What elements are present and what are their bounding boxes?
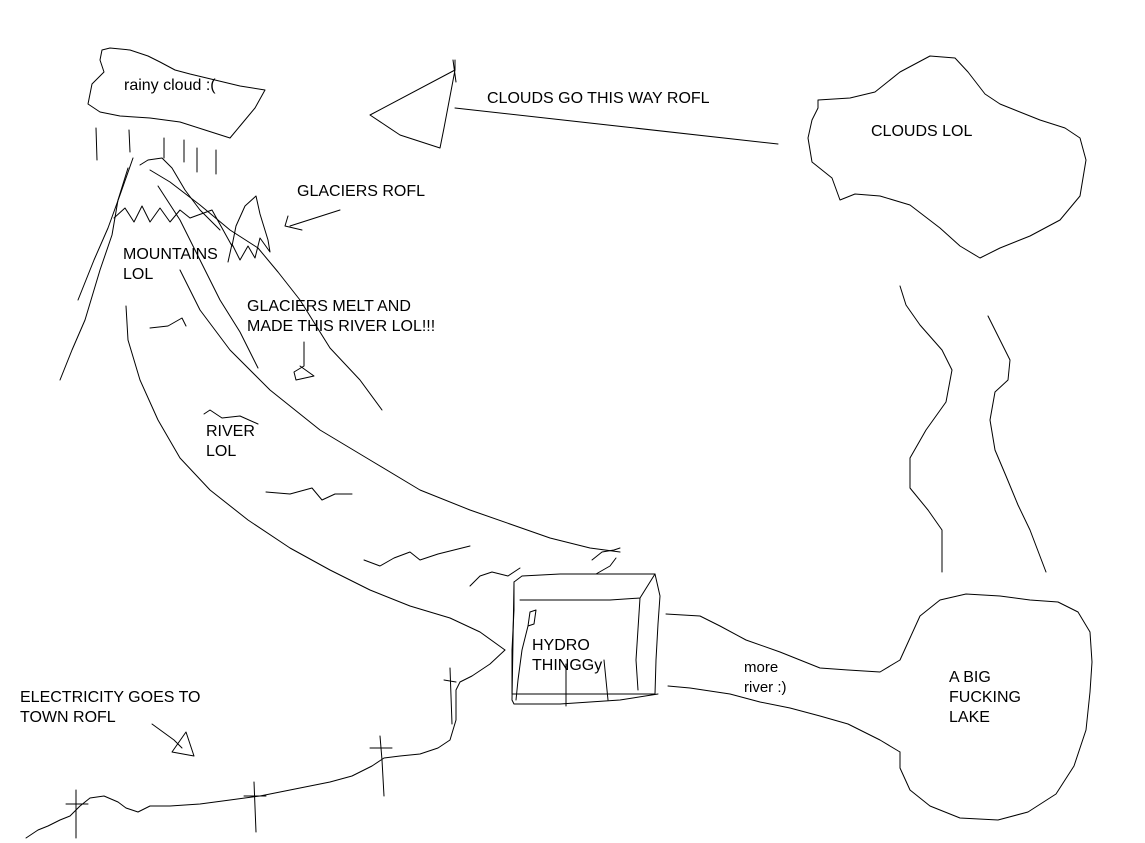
more-river-label-line2: river :): [744, 679, 787, 696]
lake-label-line3: LAKE: [949, 709, 990, 726]
river-right-bank: [179, 269, 621, 553]
clouds-direction-arrow: [369, 59, 779, 149]
power-poles: [65, 667, 457, 839]
mountain-left-slope-2: [59, 167, 129, 381]
mountain-right-slope: [149, 169, 383, 411]
more-river-bottom: [667, 685, 901, 753]
electricity-label-line2: TOWN ROFL: [20, 709, 116, 726]
river-label-line2: LOL: [206, 443, 237, 460]
waterfall-left: [899, 285, 953, 573]
glaciers-arrow: [284, 209, 341, 231]
clouds-shape: [807, 55, 1087, 259]
power-line: [25, 649, 506, 839]
mountain-left-slope: [77, 157, 134, 301]
lake-label-line2: FUCKING: [949, 689, 1021, 706]
waterfall-right: [987, 315, 1047, 573]
rainy-cloud-label: rainy cloud :(: [124, 77, 216, 94]
glaciers-melt-label-line2: MADE THIS RIVER LOL!!!: [247, 318, 436, 335]
hydro-label-line2: THINGGy: [532, 657, 603, 674]
river-ripples: [149, 317, 621, 587]
glaciers-melt-label-line1: GLACIERS MELT AND: [247, 298, 411, 315]
glaciers-label: GLACIERS ROFL: [297, 183, 426, 200]
mountains-label-line1: MOUNTAINS: [123, 246, 218, 263]
lake-shape: [847, 593, 1093, 821]
lake-label-line1: A BIG: [949, 669, 991, 686]
mountains-label-line2: LOL: [123, 266, 154, 283]
hydro-label-line1: HYDRO: [532, 637, 590, 654]
more-river-top: [665, 613, 849, 671]
river-label-line1: RIVER: [206, 423, 255, 440]
electricity-label-line1: ELECTRICITY GOES TO: [20, 689, 201, 706]
glaciers-melt-arrow: [293, 341, 315, 381]
more-river-label-line1: more: [744, 659, 779, 676]
glacier-tips: [113, 195, 271, 263]
mountain-peak: [139, 157, 221, 231]
clouds-label: CLOUDS LOL: [871, 123, 973, 140]
electricity-arrow: [151, 723, 195, 757]
hydro-box-edge: [511, 573, 659, 705]
rainy-cloud-shape: [87, 47, 266, 139]
hydro-pipe: [515, 609, 537, 701]
clouds-direction-label: CLOUDS GO THIS WAY ROFL: [487, 90, 710, 107]
river-left-bank: [125, 305, 506, 651]
mountain-inner-slope: [157, 185, 259, 369]
hydro-legs: [565, 659, 609, 707]
rain-lines: [95, 127, 217, 175]
